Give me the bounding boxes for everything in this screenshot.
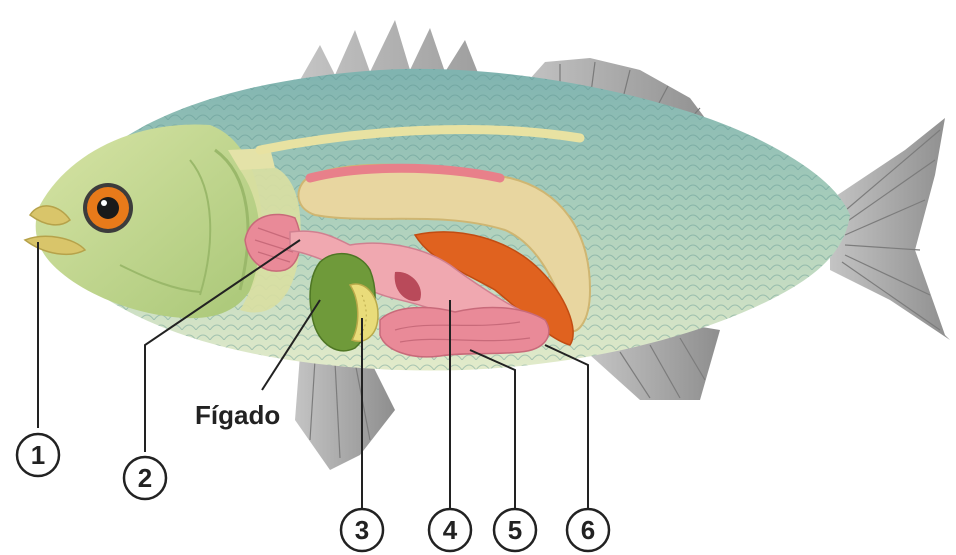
callout-3-label: 3	[355, 515, 369, 545]
callout-6: 6	[567, 509, 609, 551]
callout-1-label: 1	[31, 440, 45, 470]
eye	[83, 183, 133, 233]
callout-5-label: 5	[508, 515, 522, 545]
callout-2: 2	[124, 457, 166, 499]
callout-5: 5	[494, 509, 536, 551]
tail-fin	[830, 118, 950, 340]
liver-label: Fígado	[195, 400, 280, 430]
intestine	[380, 307, 549, 356]
callout-2-label: 2	[138, 463, 152, 493]
callout-4: 4	[429, 509, 471, 551]
callout-1: 1	[17, 434, 59, 476]
callout-6-label: 6	[581, 515, 595, 545]
callout-4-label: 4	[443, 515, 458, 545]
callout-3: 3	[341, 509, 383, 551]
